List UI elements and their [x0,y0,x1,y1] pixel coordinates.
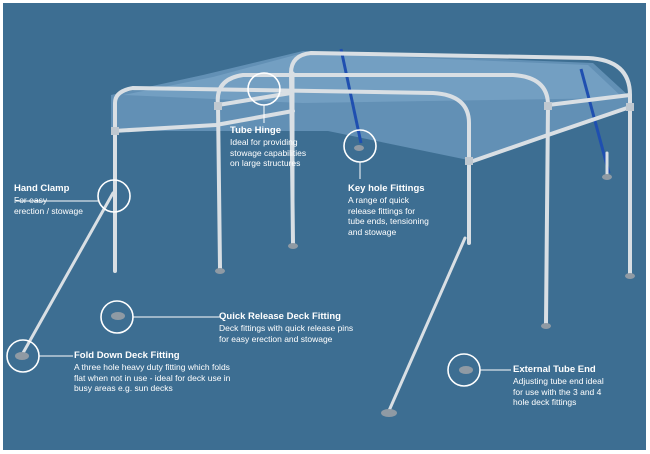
deck-foot [541,323,551,329]
label-key-hole-title: Key hole Fittings [348,183,425,194]
brace-left [21,191,115,355]
label-quick-release: Quick Release Deck Fitting Deck fittings… [219,311,353,344]
strap [339,48,363,144]
label-hand-clamp-title: Hand Clamp [14,183,70,194]
hinge [111,127,119,135]
label-tube-hinge: Tube Hinge Ideal for providing stowage c… [230,125,306,169]
hinge [626,103,634,111]
deck-foot [625,273,635,279]
frame-hoop-rear [288,50,632,275]
deck-foot [15,352,29,360]
label-tube-hinge-title: Tube Hinge [230,125,282,136]
frame-crossbar [546,93,632,107]
bimini-frame-illustration [6,48,635,417]
deck-foot [111,312,125,320]
diagram-panel: Tube Hinge Ideal for providing stowage c… [3,3,646,450]
frame-ridge [111,109,295,133]
brace-right [386,236,467,415]
label-fold-down-desc: A three hole heavy duty fitting which fo… [74,362,231,393]
label-external-tube-desc: Adjusting tube end ideal for use with th… [513,376,604,407]
deck-foot [354,145,364,151]
label-quick-release-title: Quick Release Deck Fitting [219,311,341,322]
deck-foot [215,268,225,274]
callout-circle-hand-clamp [97,179,131,213]
canopy-fabric [111,51,631,161]
deck-foot [381,409,397,417]
label-hand-clamp-desc: For easy erection / stowage [14,195,83,216]
label-hand-clamp: Hand Clamp For easy erection / stowage [14,183,83,216]
label-quick-release-desc: Deck fittings with quick release pins fo… [219,323,354,344]
deck-foot [602,174,612,180]
label-fold-down-title: Fold Down Deck Fitting [74,350,180,361]
hinge [465,157,473,165]
label-tube-hinge-desc: Ideal for providing stowage capabilities… [230,137,307,168]
label-key-hole: Key hole Fittings A range of quick relea… [348,183,429,237]
hinge [544,102,552,110]
label-fold-down: Fold Down Deck Fitting A three hole heav… [74,350,230,394]
deck-foot [459,366,473,374]
frame-hoop-front [113,85,471,273]
deck-foot [288,243,298,249]
frame-hoop-middle [215,73,551,325]
label-key-hole-desc: A range of quick release fittings for tu… [348,195,429,237]
frame-ridge [471,105,632,163]
label-external-tube: External Tube End Adjusting tube end ide… [513,364,604,408]
label-external-tube-title: External Tube End [513,364,596,375]
hinge [214,102,222,110]
